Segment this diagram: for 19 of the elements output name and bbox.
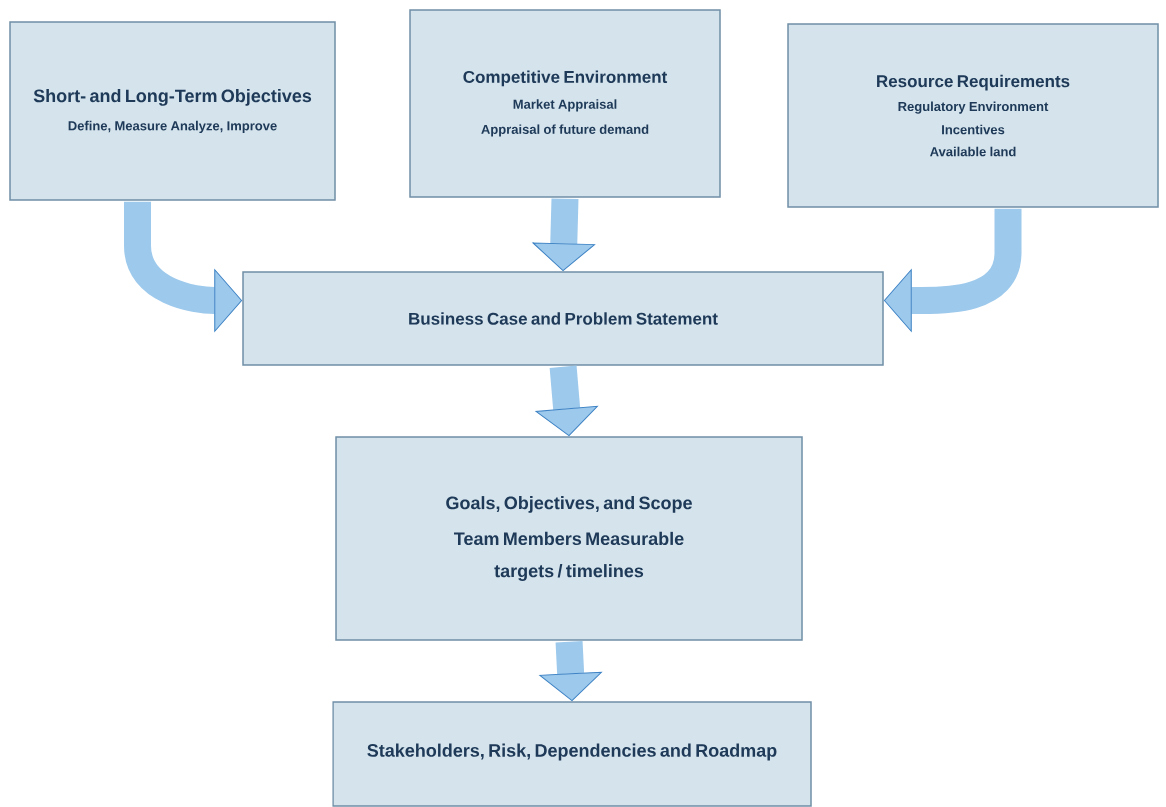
node-label: Available land bbox=[930, 146, 1016, 157]
block-arrow bbox=[539, 641, 602, 702]
process-box bbox=[242, 271, 884, 366]
box-text: Competitive Environment Market Appraisal Appraisal of future demand bbox=[463, 70, 668, 137]
box-text: Short- and Long-Term Objectives Define, Measure Analyze, Improve bbox=[33, 89, 312, 133]
box-text: Stakeholders, Risk, Dependencies and Roadmap bbox=[367, 743, 777, 761]
block-arrow bbox=[532, 198, 595, 272]
process-box bbox=[409, 9, 721, 198]
box-text: Resource Requirements Regulatory Environment Incentives Available land bbox=[877, 74, 1070, 157]
process-box bbox=[335, 436, 803, 641]
process-box bbox=[9, 21, 336, 201]
node-label: Resource Requirements bbox=[877, 74, 1070, 91]
box-text: Business Case and Problem Statement bbox=[409, 312, 718, 325]
process-box bbox=[787, 23, 1159, 208]
process-box bbox=[332, 701, 812, 807]
box-text: Goals, Objectives, and Scope Team Members Measurable targets / timelines bbox=[446, 496, 692, 581]
block-arrow bbox=[535, 365, 598, 437]
node-label: Regulatory Environment bbox=[898, 101, 1049, 114]
node-label: Incentives bbox=[942, 124, 1005, 135]
